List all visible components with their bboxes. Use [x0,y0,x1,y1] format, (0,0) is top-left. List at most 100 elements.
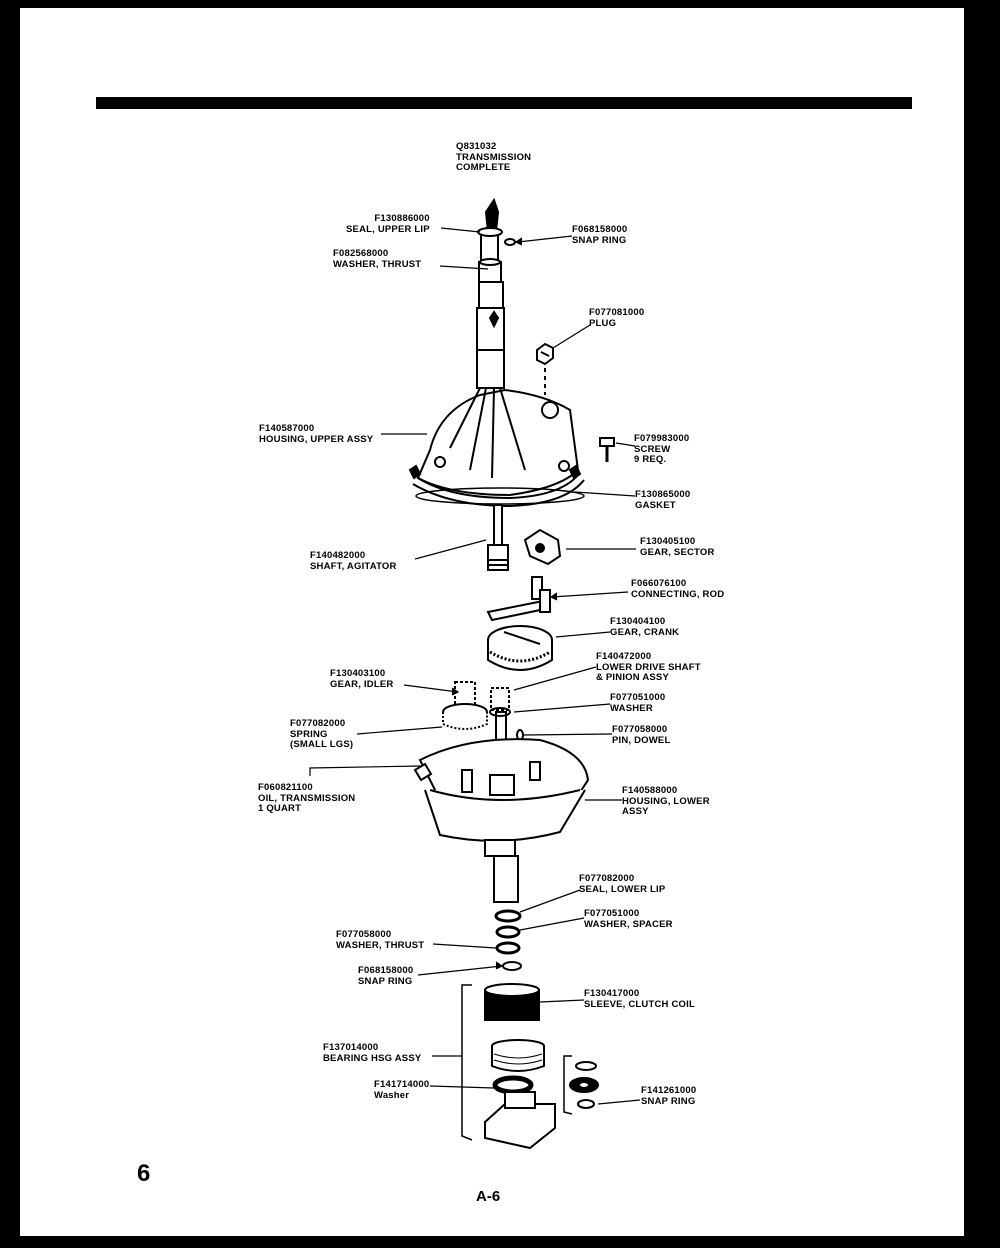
part-number: F077082000 [579,873,635,884]
part-desc: PIN, DOWEL [612,734,671,746]
part-label: F140472000 LOWER DRIVE SHAFT & PINION AS… [596,651,701,684]
part-desc: OIL, TRANSMISSION [258,792,356,804]
part-number: F130865000 [635,489,691,500]
part-label: F066076100 CONNECTING, ROD [631,578,725,600]
idler-gear-shape [442,681,488,730]
part-number: F140472000 [596,651,652,662]
part-number: F077058000 [336,929,392,940]
bearing-bracket [461,984,473,1141]
part-label: F068158000 SNAP RING [572,224,628,246]
part-number: F077051000 [610,692,666,703]
part-label: F140482000 SHAFT, AGITATOR [310,550,397,572]
part-label: F141261000 SNAP RING [641,1085,697,1107]
header-line2: COMPLETE [456,162,511,173]
part-label: F130405100 GEAR, SECTOR [640,536,715,558]
part-label: F079983000 SCREW 9 REQ. [634,433,690,466]
part-desc: SNAP RING [358,975,413,987]
part-number: F066076100 [631,578,687,589]
part-label: F140587000 HOUSING, UPPER ASSY [259,423,374,445]
part-number: F140587000 [259,423,315,434]
seal-lower-lip-shape [494,909,522,923]
page-code: A-6 [476,1188,501,1205]
part-label: F077081000 PLUG [589,307,644,329]
part-desc: HOUSING, UPPER ASSY [259,433,374,445]
upper-shaft [476,197,505,389]
bearing-detail-bracket [563,1055,573,1115]
part-number: F077051000 [584,908,640,919]
header-line1: TRANSMISSION [456,151,532,163]
part-desc: & PINION ASSY [596,672,669,683]
part-number: F130403100 [330,668,386,679]
part-number: F077082000 [290,718,346,729]
part-desc: PLUG [589,317,617,329]
part-number: F079983000 [634,433,690,444]
part-number: F140588000 [622,785,678,796]
washer-thrust-low-shape [495,941,521,955]
part-number: F077058000 [612,724,668,735]
part-number: F140482000 [310,550,366,561]
bearing-housing-shape [484,1039,556,1150]
part-number: F141714000 [374,1079,430,1090]
part-label: F130865000 GASKET [635,489,691,511]
part-desc: SNAP RING [572,234,627,246]
plug-shape [536,342,554,395]
part-desc: ASSY [622,806,649,817]
part-desc: WASHER, SPACER [584,918,673,930]
part-label: F077058000 WASHER, THRUST [336,929,425,951]
washer-spacer-shape [495,925,521,939]
part-desc: SEAL, UPPER LIP [346,223,430,235]
part-desc: SPRING [290,728,328,740]
part-desc: WASHER, THRUST [336,939,425,951]
header-code: Q831032 [456,141,497,152]
part-number: F068158000 [358,965,414,976]
part-desc: (SMALL LGS) [290,739,354,750]
part-label: F130404100 GEAR, CRANK [610,616,680,638]
part-desc: HOUSING, LOWER [622,795,710,807]
upper-housing-shape [408,387,585,508]
part-number: F137014000 [323,1042,379,1053]
part-number: F130886000 [374,213,430,224]
part-label: F137014000 BEARING HSG ASSY [323,1042,422,1064]
part-desc: SNAP RING [641,1095,696,1107]
part-desc: LOWER DRIVE SHAFT [596,661,701,673]
snap-ring-top-shape [504,238,516,246]
agitator-shaft-shape [487,504,509,571]
page-number: 6 [137,1160,151,1187]
header-label: Q831032 TRANSMISSION COMPLETE [456,141,532,174]
part-label: F130886000 SEAL, UPPER LIP [346,213,430,235]
part-label: F082568000 WASHER, THRUST [333,248,422,270]
part-label: F130417000 SLEEVE, CLUTCH COIL [584,988,695,1010]
part-number: F068158000 [572,224,628,235]
part-desc: BEARING HSG ASSY [323,1052,422,1064]
part-desc: WASHER [610,702,653,714]
crank-gear-shape [487,625,553,671]
bearing-detail-shape [569,1061,599,1109]
part-desc: GASKET [635,499,676,511]
part-number: F130417000 [584,988,640,999]
part-number: F082568000 [333,248,389,259]
part-number: F141261000 [641,1085,697,1096]
part-label: F130403100 GEAR, IDLER [330,668,393,690]
lower-output-shaft-shape [484,839,519,903]
clutch-sleeve-shape [484,983,540,1021]
part-label: F068158000 SNAP RING [358,965,414,987]
part-desc: GEAR, CRANK [610,626,680,638]
part-desc: SEAL, LOWER LIP [579,883,666,895]
part-label: F140588000 HOUSING, LOWER ASSY [622,785,710,818]
part-desc: SLEEVE, CLUTCH COIL [584,998,695,1010]
part-desc: GEAR, SECTOR [640,546,715,558]
part-number: F130405100 [640,536,696,547]
part-label: F077051000 WASHER [610,692,666,714]
screw-shape [599,437,615,462]
part-desc: SHAFT, AGITATOR [310,560,397,572]
lower-housing-shape [413,738,590,842]
part-desc: Washer [374,1089,410,1101]
part-label: F077058000 PIN, DOWEL [612,724,671,746]
part-label: F077082000 SEAL, LOWER LIP [579,873,666,895]
part-desc: CONNECTING, ROD [631,588,725,600]
part-desc: WASHER, THRUST [333,258,422,270]
part-desc: SCREW [634,443,671,455]
part-label: F060821100 OIL, TRANSMISSION 1 QUART [258,782,356,815]
part-label: F077051000 WASHER, SPACER [584,908,673,930]
part-number: F060821100 [258,782,313,793]
